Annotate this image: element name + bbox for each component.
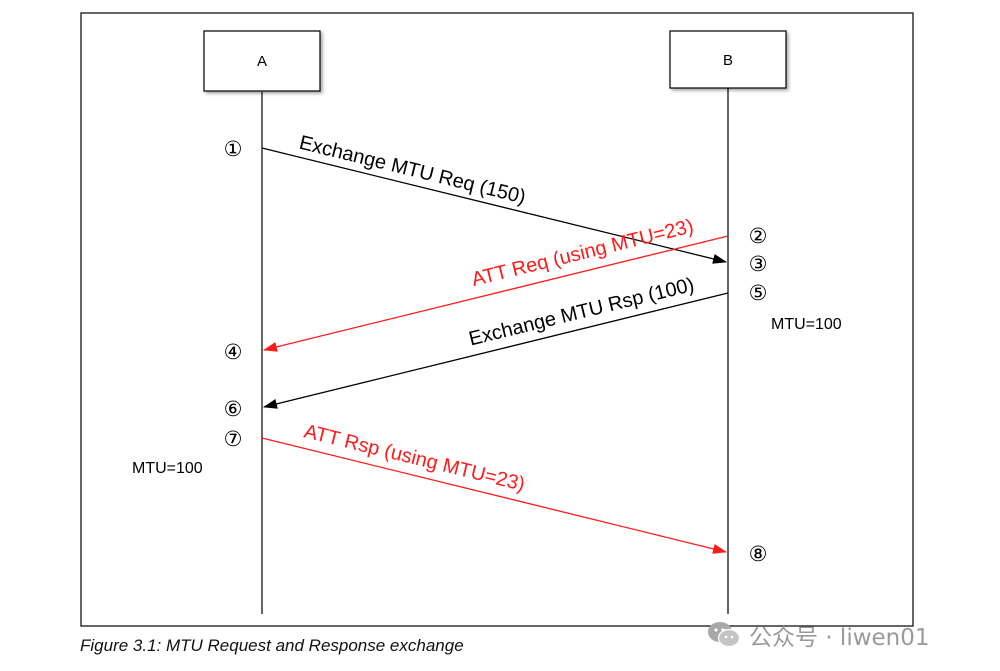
participant-a-label: A	[257, 53, 267, 70]
participant-b-label: B	[723, 52, 733, 69]
step-marker-2: ②	[749, 224, 768, 248]
participant-a: A	[203, 30, 321, 92]
step-marker-7: ⑦	[224, 427, 243, 451]
arrow-att-req	[263, 235, 729, 352]
figure-caption: Figure 3.1: MTU Request and Response exc…	[80, 636, 464, 655]
watermark-text: 公众号 · liwen01	[749, 625, 930, 651]
step-marker-4: ④	[224, 340, 243, 364]
diagram-frame	[80, 12, 914, 627]
step-marker-6: ⑥	[224, 397, 243, 421]
mtu-note-a: MTU=100	[132, 460, 203, 477]
step-marker-3: ③	[749, 252, 768, 276]
participant-b-box	[669, 30, 787, 89]
step-marker-1: ①	[224, 137, 243, 161]
participant-a-box	[203, 30, 321, 92]
arrow-exchange-mtu-rsp	[263, 292, 729, 409]
watermark: 公众号 · liwen01	[707, 618, 930, 652]
wechat-icon	[708, 622, 741, 648]
arrow-exchange-mtu-req	[261, 147, 727, 264]
arrow-att-rsp	[261, 437, 727, 554]
step-marker-8: ⑧	[749, 542, 768, 566]
participant-b: B	[669, 30, 787, 89]
step-marker-5: ⑤	[749, 281, 768, 305]
mtu-note-b: MTU=100	[771, 316, 842, 333]
